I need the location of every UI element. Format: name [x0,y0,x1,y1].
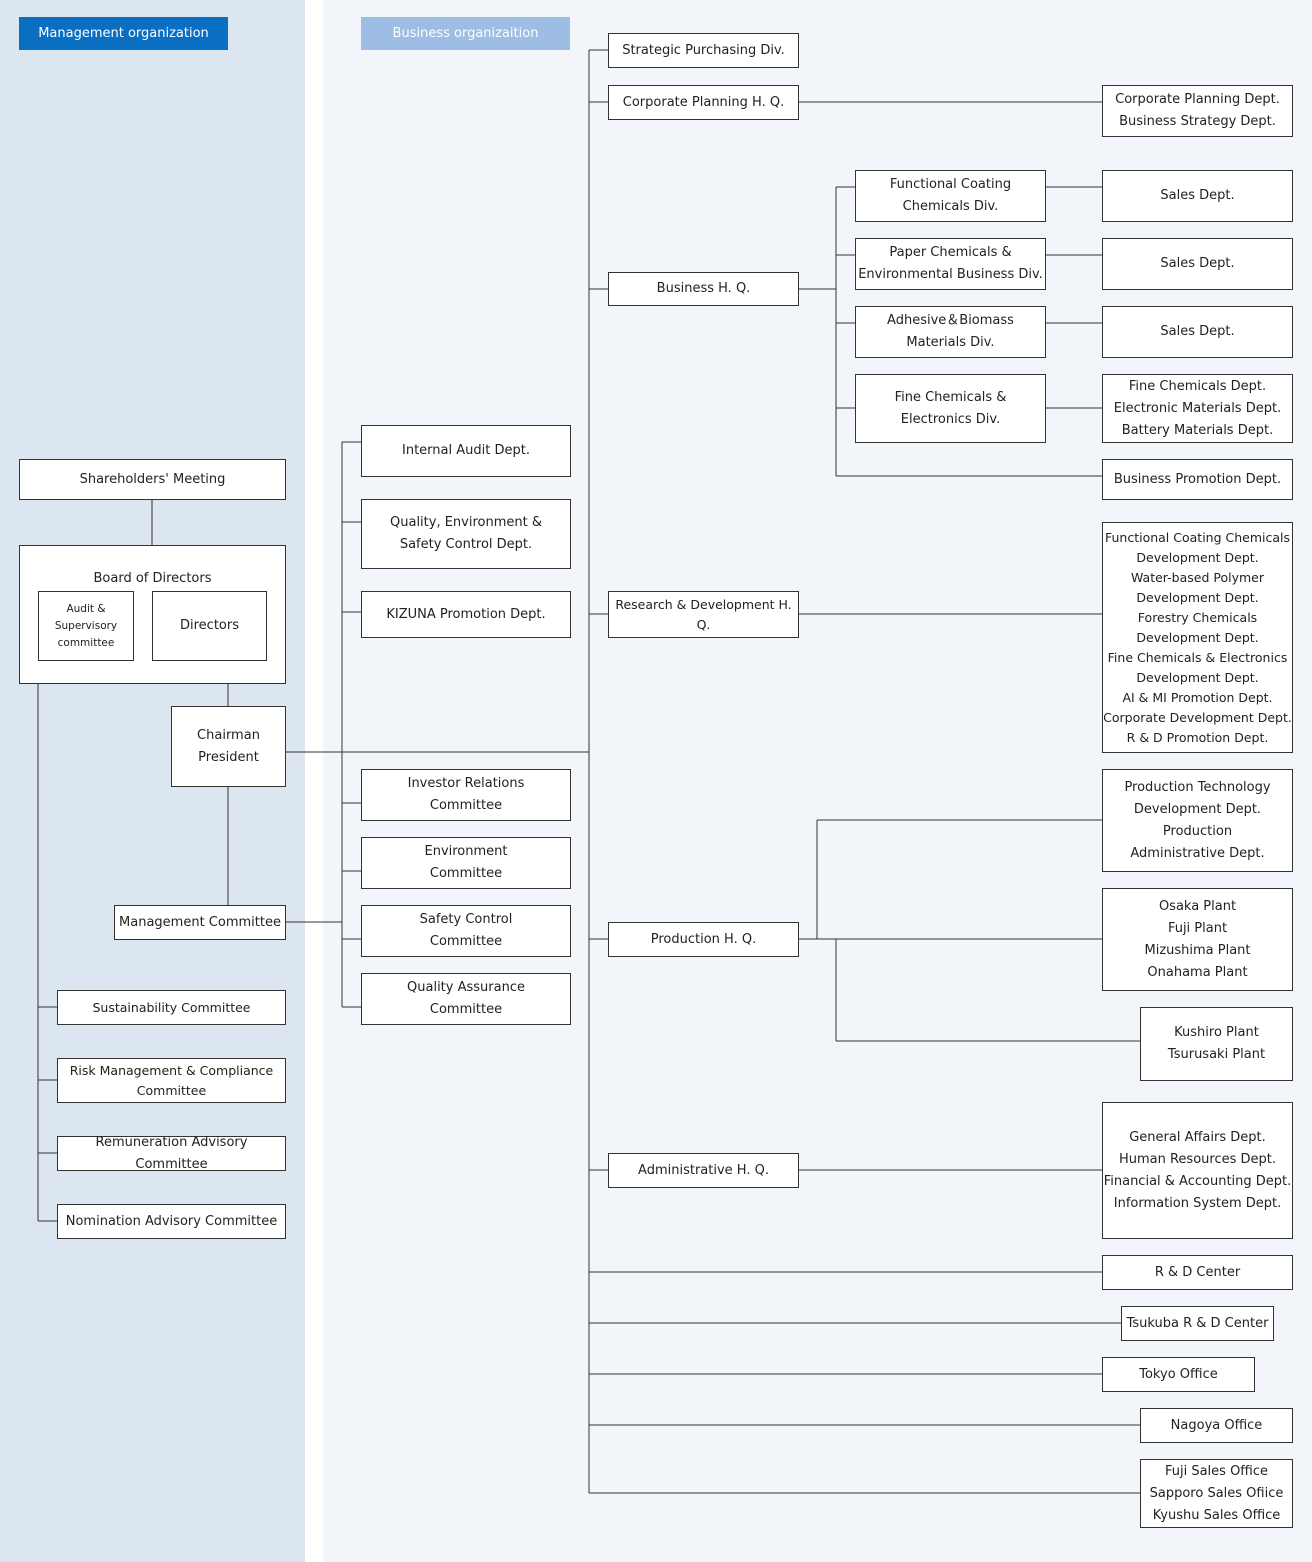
rd-center-box: R & D Center [1102,1255,1293,1290]
adhesive-biomass-materials-div-box: Adhesive＆Biomass Materials Div. [855,306,1046,358]
business-hq-box: Business H. Q. [608,272,799,306]
board-of-directors-label: Board of Directors [93,571,212,586]
rd-depts-box: Functional Coating Chemicals Development… [1102,522,1293,753]
chairman-president-box: Chairman President [171,706,286,787]
quality-environment-safety-dept-box: Quality, Environment & Safety Control De… [361,499,571,569]
nomination-advisory-committee-box: Nomination Advisory Committee [57,1204,286,1239]
administrative-depts-box: General Affairs Dept. Human Resources De… [1102,1102,1293,1239]
kizuna-promotion-dept-box: KIZUNA Promotion Dept. [361,591,571,638]
directors-box: Directors [152,591,267,661]
functional-coating-chemicals-div-box: Functional Coating Chemicals Div. [855,170,1046,222]
production-technology-depts-box: Production Technology Development Dept. … [1102,769,1293,872]
business-promotion-dept-box: Business Promotion Dept. [1102,459,1293,500]
production-hq-box: Production H. Q. [608,922,799,957]
administrative-hq-box: Administrative H. Q. [608,1153,799,1188]
tsukuba-rd-center-box: Tsukuba R & D Center [1121,1306,1274,1341]
corporate-planning-hq-box: Corporate Planning H. Q. [608,85,799,120]
shareholders-meeting-box: Shareholders' Meeting [19,459,286,500]
tokyo-office-box: Tokyo Office [1102,1357,1255,1392]
nagoya-office-box: Nagoya Office [1140,1408,1293,1443]
fine-chemicals-electronics-div-box: Fine Chemicals & Electronics Div. [855,374,1046,443]
sustainability-committee-box: Sustainability Committee [57,990,286,1025]
sales-offices-box: Fuji Sales Office Sapporo Sales Ofiice K… [1140,1459,1293,1528]
kushiro-tsurusaki-plants-box: Kushiro Plant Tsurusaki Plant [1140,1007,1293,1081]
internal-audit-dept-box: Internal Audit Dept. [361,425,571,477]
research-development-hq-box: Research & Development H. Q. [608,591,799,638]
environment-committee-box: Environment Committee [361,837,571,889]
risk-management-compliance-committee-box: Risk Management & Compliance Committee [57,1058,286,1103]
sales-dept-box-3: Sales Dept. [1102,306,1293,358]
quality-assurance-committee-box: Quality Assurance Committee [361,973,571,1025]
corporate-planning-depts-box: Corporate Planning Dept. Business Strate… [1102,85,1293,137]
paper-chemicals-environmental-div-box: Paper Chemicals & Environmental Business… [855,238,1046,290]
audit-supervisory-committee-box: Audit & Supervisory committee [38,591,134,661]
sales-dept-box-1: Sales Dept. [1102,170,1293,222]
sales-dept-box-2: Sales Dept. [1102,238,1293,290]
management-committee-box: Management Committee [114,905,286,940]
business-organization-header: Business organizaition [361,17,570,50]
fine-chemicals-depts-box: Fine Chemicals Dept. Electronic Material… [1102,374,1293,443]
remuneration-advisory-committee-box: Remuneration Advisory Committee [57,1135,286,1172]
strategic-purchasing-div-box: Strategic Purchasing Div. [608,33,799,68]
investor-relations-committee-box: Investor Relations Committee [361,769,571,821]
safety-control-committee-box: Safety Control Committee [361,905,571,957]
plants-box: Osaka Plant Fuji Plant Mizushima Plant O… [1102,888,1293,991]
management-organization-header: Management organization [19,17,228,50]
